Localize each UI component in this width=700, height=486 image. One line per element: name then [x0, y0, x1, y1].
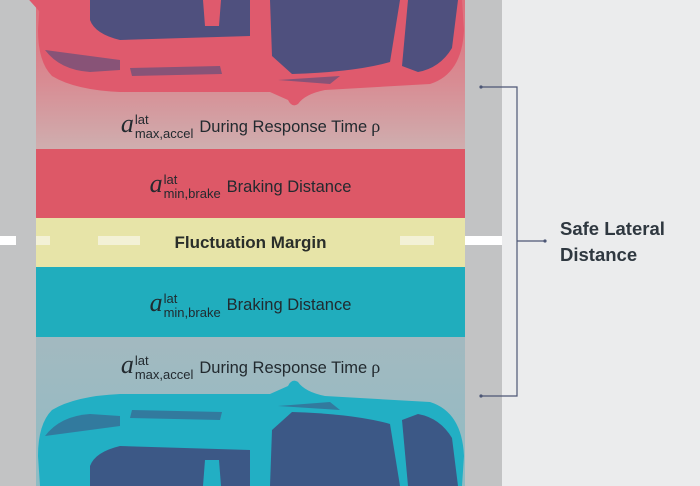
lane-marking-dash	[0, 236, 16, 245]
safe-lateral-distance-label: Safe Lateral Distance	[560, 218, 665, 265]
red-car-icon	[29, 0, 464, 106]
lane-marking-dash	[465, 236, 502, 245]
fluctuation-margin-label: Fluctuation Margin	[174, 232, 327, 252]
lane-marking-dash	[98, 236, 140, 245]
lane-marking-dash	[400, 236, 434, 245]
teal-car-icon	[38, 380, 464, 486]
lane-marking-dash	[36, 236, 50, 245]
safe-distance-bracket	[479, 85, 547, 398]
